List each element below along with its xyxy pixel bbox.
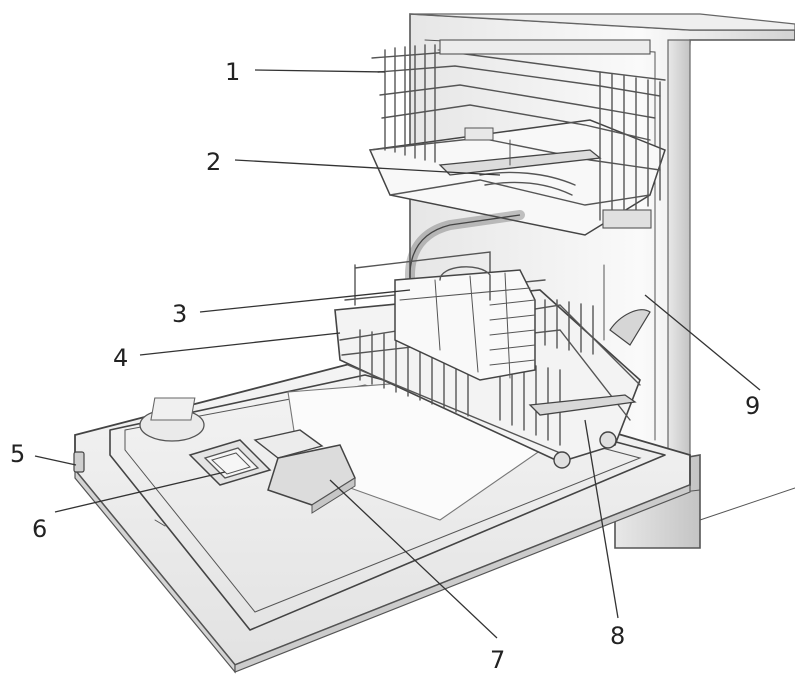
callout-9: 9 <box>745 392 760 420</box>
leader-9 <box>644 294 761 391</box>
lower-spray-arm <box>528 394 637 416</box>
leader-8 <box>584 419 619 619</box>
leader-2 <box>234 159 501 176</box>
leader-1 <box>254 69 386 73</box>
callout-2: 2 <box>206 148 221 176</box>
upper-rack <box>368 39 666 236</box>
leader-6 <box>54 471 226 513</box>
callout-8: 8 <box>610 622 625 650</box>
door-handle <box>73 451 85 473</box>
upper-rack-tines <box>384 44 661 221</box>
cutlery-basket-mesh <box>489 299 536 366</box>
callout-4: 4 <box>113 344 128 372</box>
door-rect-recess <box>150 397 196 421</box>
leader-lines <box>34 69 761 639</box>
callout-1: 1 <box>225 58 240 86</box>
leader-3 <box>199 289 411 313</box>
leader-4 <box>139 332 341 356</box>
cutlery-basket <box>394 266 536 381</box>
callout-3: 3 <box>172 300 187 328</box>
leader-7 <box>329 479 498 639</box>
callout-5: 5 <box>10 440 25 468</box>
callout-numbers: 1 2 3 4 5 6 7 8 9 <box>10 58 760 674</box>
callout-6: 6 <box>32 515 47 543</box>
detergent-dispenser <box>253 429 356 514</box>
leader-5 <box>34 455 77 466</box>
callout-7: 7 <box>490 646 505 674</box>
